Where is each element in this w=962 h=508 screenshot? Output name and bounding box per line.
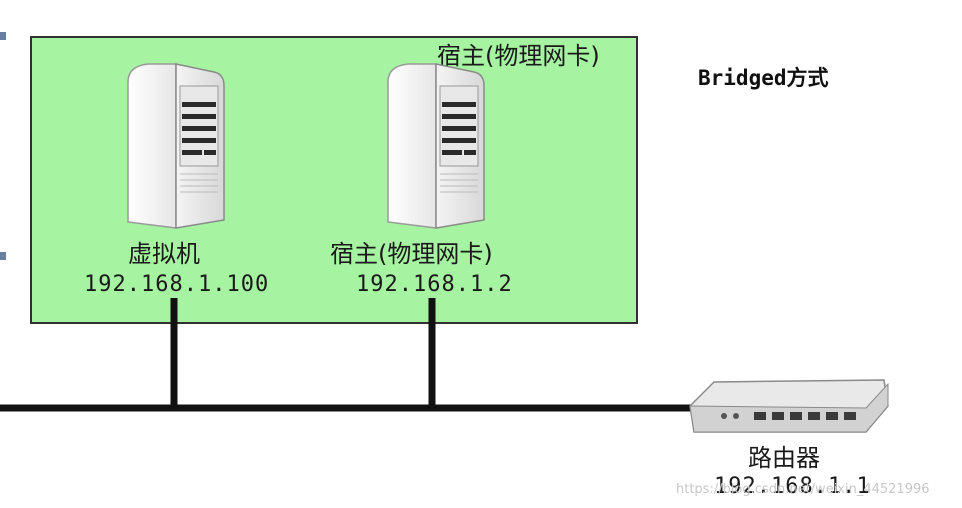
router-icon [684,372,894,444]
diagram-title: Bridged方式 [698,62,829,92]
host-ip-label: 192.168.1.2 [356,274,513,296]
server-tower-icon [378,62,490,232]
vm-ip-label: 192.168.1.100 [84,274,269,296]
vm-name-label: 虚拟机 [128,242,200,266]
watermark-text: https://blog.csdn.net/weixin_44521996 [676,482,930,497]
server-tower-icon [118,62,230,232]
router-name-label: 路由器 [748,446,820,470]
host-name-label: 宿主(物理网卡) [330,242,493,266]
